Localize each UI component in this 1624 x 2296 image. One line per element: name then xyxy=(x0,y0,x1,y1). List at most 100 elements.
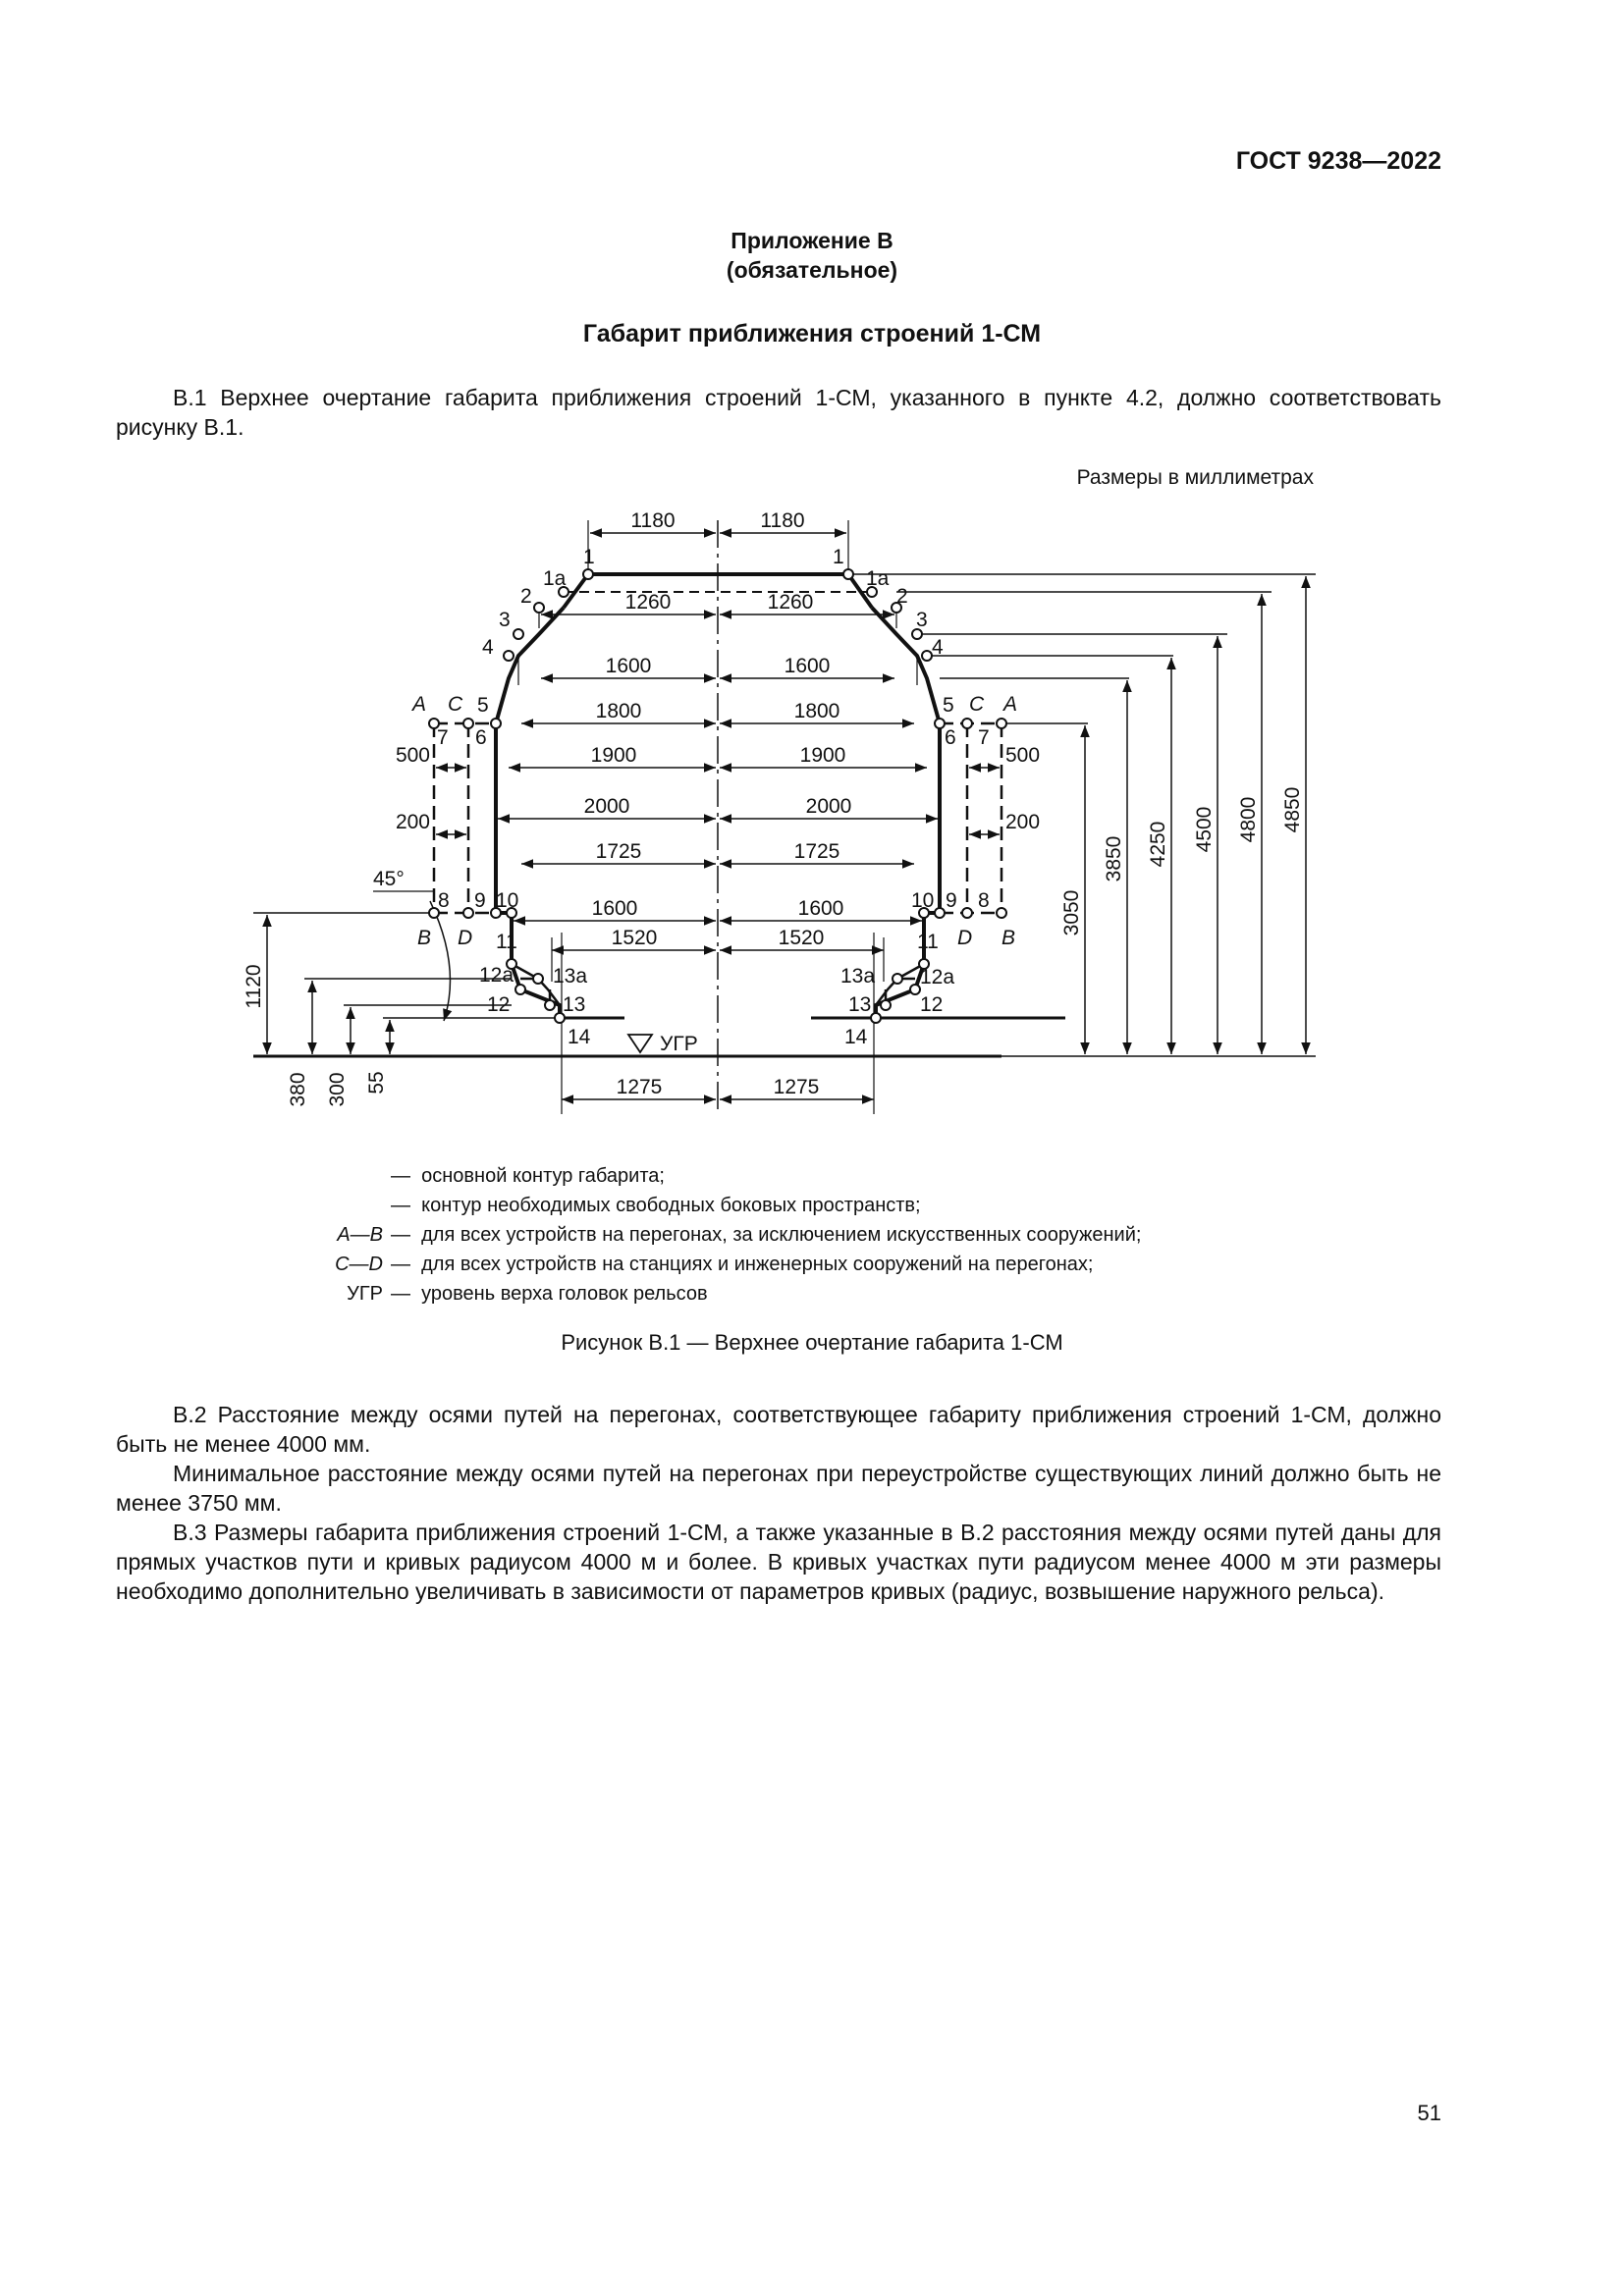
angle-label: 45° xyxy=(373,868,405,890)
legend-ab: — для всех устройств на перегонах, за ис… xyxy=(391,1224,1142,1246)
pt-8-left: 8 xyxy=(438,889,450,912)
dim-55: 55 xyxy=(365,1071,388,1094)
pt-B-left: B xyxy=(417,927,431,949)
pt-5-right: 5 xyxy=(943,694,954,717)
rail-level-symbol xyxy=(626,1034,654,1054)
pt-A-right: A xyxy=(1001,693,1017,716)
dim-4500: 4500 xyxy=(1193,807,1216,853)
pt-1a-left: 1а xyxy=(543,567,567,590)
dim-1520-left: 1520 xyxy=(612,927,658,949)
dim-1800-left: 1800 xyxy=(596,700,642,722)
pt-13-left: 13 xyxy=(563,993,585,1016)
pt-7-right: 7 xyxy=(978,726,990,749)
pt-9-left: 9 xyxy=(474,889,486,912)
pt-14-left: 14 xyxy=(568,1026,591,1048)
dim-1900-right: 1900 xyxy=(800,744,846,767)
dim-1275-right: 1275 xyxy=(774,1076,820,1098)
dim-4250: 4250 xyxy=(1147,822,1169,868)
pt-4-right: 4 xyxy=(932,636,944,659)
pt-13a-right: 13а xyxy=(840,965,875,988)
contour-points xyxy=(428,568,1007,1024)
pt-1-left: 1 xyxy=(583,546,595,568)
pt-5-left: 5 xyxy=(477,694,489,717)
dim-1725-right: 1725 xyxy=(794,840,840,863)
dim-4850: 4850 xyxy=(1281,787,1304,833)
dim-200-right: 200 xyxy=(1005,811,1040,833)
clearance-diagram: 1180 1180 1260 1260 1600 1600 1800 1800 … xyxy=(243,509,1316,1114)
dim-200-left: 200 xyxy=(396,811,430,833)
pt-9-right: 9 xyxy=(946,889,957,912)
dim-1520-right: 1520 xyxy=(779,927,825,949)
dim-1260-left: 1260 xyxy=(625,591,672,614)
legend-key-cd: С—D xyxy=(335,1254,383,1275)
paragraph-b3: В.3 Размеры габарита приближения строени… xyxy=(116,1520,1441,1604)
pt-8-right: 8 xyxy=(978,889,990,912)
pt-2-right: 2 xyxy=(896,585,908,608)
pt-C-left: C xyxy=(448,693,463,716)
page-number: 51 xyxy=(1417,2101,1441,2125)
pt-C-right: C xyxy=(969,693,985,716)
dim-500-right: 500 xyxy=(1005,744,1040,767)
dim-500-left: 500 xyxy=(396,744,430,767)
pt-12a-left: 12а xyxy=(479,964,514,987)
dim-380: 380 xyxy=(287,1072,309,1106)
dim-4800: 4800 xyxy=(1237,797,1260,843)
pt-3-left: 3 xyxy=(499,609,511,631)
pt-10-right: 10 xyxy=(911,889,934,912)
pt-1a-right: 1а xyxy=(866,567,890,590)
angle-arc xyxy=(429,900,453,1022)
rail-level-label: УГР xyxy=(660,1033,698,1055)
dim-3850: 3850 xyxy=(1103,836,1125,882)
pt-B-right: B xyxy=(1001,927,1015,949)
pt-2-left: 2 xyxy=(520,585,532,608)
dim-1600-left: 1600 xyxy=(606,655,652,677)
legend-main: — основной контур габарита; xyxy=(391,1165,665,1187)
pt-13a-left: 13а xyxy=(553,965,587,988)
pt-1-right: 1 xyxy=(833,546,844,568)
pt-6-right: 6 xyxy=(945,726,956,749)
pt-11-right: 11 xyxy=(917,931,939,953)
dim-1260-right: 1260 xyxy=(768,591,814,614)
pt-10-left: 10 xyxy=(496,889,518,912)
dim-1600b-left: 1600 xyxy=(592,897,638,920)
legend-key-ugr: УГР xyxy=(347,1283,383,1305)
pt-D-left: D xyxy=(458,927,472,949)
pt-6-left: 6 xyxy=(475,726,487,749)
pt-7-left: 7 xyxy=(437,726,449,749)
pt-12a-right: 12а xyxy=(920,966,954,988)
pt-14-right: 14 xyxy=(844,1026,868,1048)
dim-1725-left: 1725 xyxy=(596,840,642,863)
pt-13-right: 13 xyxy=(848,993,871,1016)
paragraph-b1: В.1 Верхнее очертание габарита приближен… xyxy=(116,385,1441,440)
pt-11-left: 11 xyxy=(496,931,517,953)
paragraph-b2-min: Минимальное расстояние между осями путей… xyxy=(116,1461,1441,1516)
pt-A-left: A xyxy=(410,693,426,716)
legend-key-ab: А—В xyxy=(337,1224,383,1246)
figure-caption: Рисунок В.1 — Верхнее очертание габарита… xyxy=(561,1330,1063,1355)
appendix-title: Приложение В xyxy=(731,228,893,253)
dim-1120: 1120 xyxy=(243,964,265,1008)
dim-1600-right: 1600 xyxy=(785,655,831,677)
dim-300: 300 xyxy=(326,1072,349,1106)
units-note: Размеры в миллиметрах xyxy=(1076,466,1314,489)
pt-D-right: D xyxy=(957,927,972,949)
legend-ugr: — уровень верха головок рельсов xyxy=(391,1283,708,1305)
dim-1800-right: 1800 xyxy=(794,700,840,722)
appendix-heading: Габарит приближения строений 1-СМ xyxy=(582,320,1042,347)
pt-3-right: 3 xyxy=(916,609,928,631)
legend-cd: — для всех устройств на станциях и инжен… xyxy=(391,1254,1094,1275)
pt-12-right: 12 xyxy=(920,993,943,1016)
dim-1600b-right: 1600 xyxy=(798,897,844,920)
pt-4-left: 4 xyxy=(482,636,494,659)
dim-1180-right: 1180 xyxy=(760,509,804,532)
dim-1900-left: 1900 xyxy=(591,744,637,767)
standard-number: ГОСТ 9238—2022 xyxy=(1235,147,1441,175)
pt-12-left: 12 xyxy=(487,993,510,1016)
appendix-status: (обязательное) xyxy=(726,257,898,283)
dim-1180-left: 1180 xyxy=(630,509,675,532)
dim-1275-left: 1275 xyxy=(617,1076,663,1098)
paragraph-b2: В.2 Расстояние между осями путей на пере… xyxy=(116,1402,1441,1457)
dim-2000-left: 2000 xyxy=(584,795,630,818)
dim-3050: 3050 xyxy=(1060,890,1083,936)
dim-2000-right: 2000 xyxy=(806,795,852,818)
